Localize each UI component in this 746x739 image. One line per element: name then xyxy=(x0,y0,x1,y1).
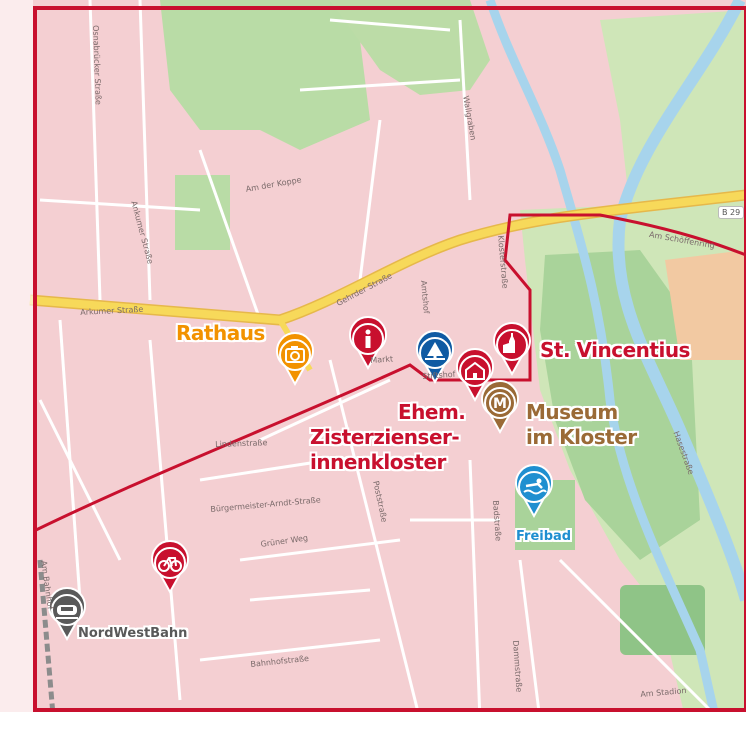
vincentius-marker[interactable] xyxy=(493,322,531,377)
svg-text:M: M xyxy=(493,396,507,412)
main-road-fill xyxy=(29,191,746,325)
poi-label-kloster-line1[interactable]: Ehem. xyxy=(398,400,466,424)
train-icon xyxy=(56,605,78,619)
museum-marker[interactable]: M xyxy=(481,380,519,435)
swimmer-icon xyxy=(523,478,547,495)
bicycle-icon xyxy=(158,557,182,572)
road-shield-b29: B 29 xyxy=(718,206,745,219)
poi-label-museum-line1[interactable]: Museum xyxy=(526,400,618,424)
poi-label-museum-line2[interactable]: im Kloster xyxy=(526,425,637,449)
info-icon xyxy=(365,329,371,348)
church-building-icon xyxy=(465,361,485,380)
poi-label-vincentius[interactable]: St. Vincentius xyxy=(540,338,690,362)
river-hase xyxy=(612,0,746,602)
tour-route xyxy=(35,213,746,532)
church-icon xyxy=(503,333,515,353)
poi-label-freibad[interactable]: Freibad xyxy=(516,529,572,544)
street-label: Lindenstraße xyxy=(215,438,268,449)
kloster-marker[interactable] xyxy=(456,348,494,403)
bottom-margin xyxy=(0,712,746,739)
freibad-marker[interactable] xyxy=(515,464,553,519)
building-complex xyxy=(665,250,746,360)
tree-icon xyxy=(425,342,445,360)
sports-field xyxy=(620,585,705,655)
park-area xyxy=(540,250,700,560)
poi-markers: M xyxy=(48,316,553,642)
camera-icon xyxy=(285,346,305,363)
poi-label-rathaus[interactable]: Rathaus xyxy=(176,321,265,345)
left-margin xyxy=(0,0,33,739)
streets xyxy=(38,0,722,722)
info-marker[interactable] xyxy=(349,316,387,371)
river-channel xyxy=(485,0,725,739)
green-area-north xyxy=(160,0,370,150)
rathaus-marker[interactable] xyxy=(276,332,314,387)
poi-label-kloster-line3[interactable]: innenkloster xyxy=(310,450,446,474)
poi-label-train[interactable]: NordWestBahn xyxy=(78,626,188,641)
map-frame xyxy=(33,6,746,712)
street-label: Markt xyxy=(370,354,394,365)
museum-icon: M xyxy=(489,392,511,414)
poi-label-kloster-line2[interactable]: Zisterzienser- xyxy=(310,425,460,449)
train-marker[interactable] xyxy=(48,587,86,642)
bike-marker[interactable] xyxy=(151,540,189,595)
park-marker[interactable] xyxy=(416,330,454,385)
